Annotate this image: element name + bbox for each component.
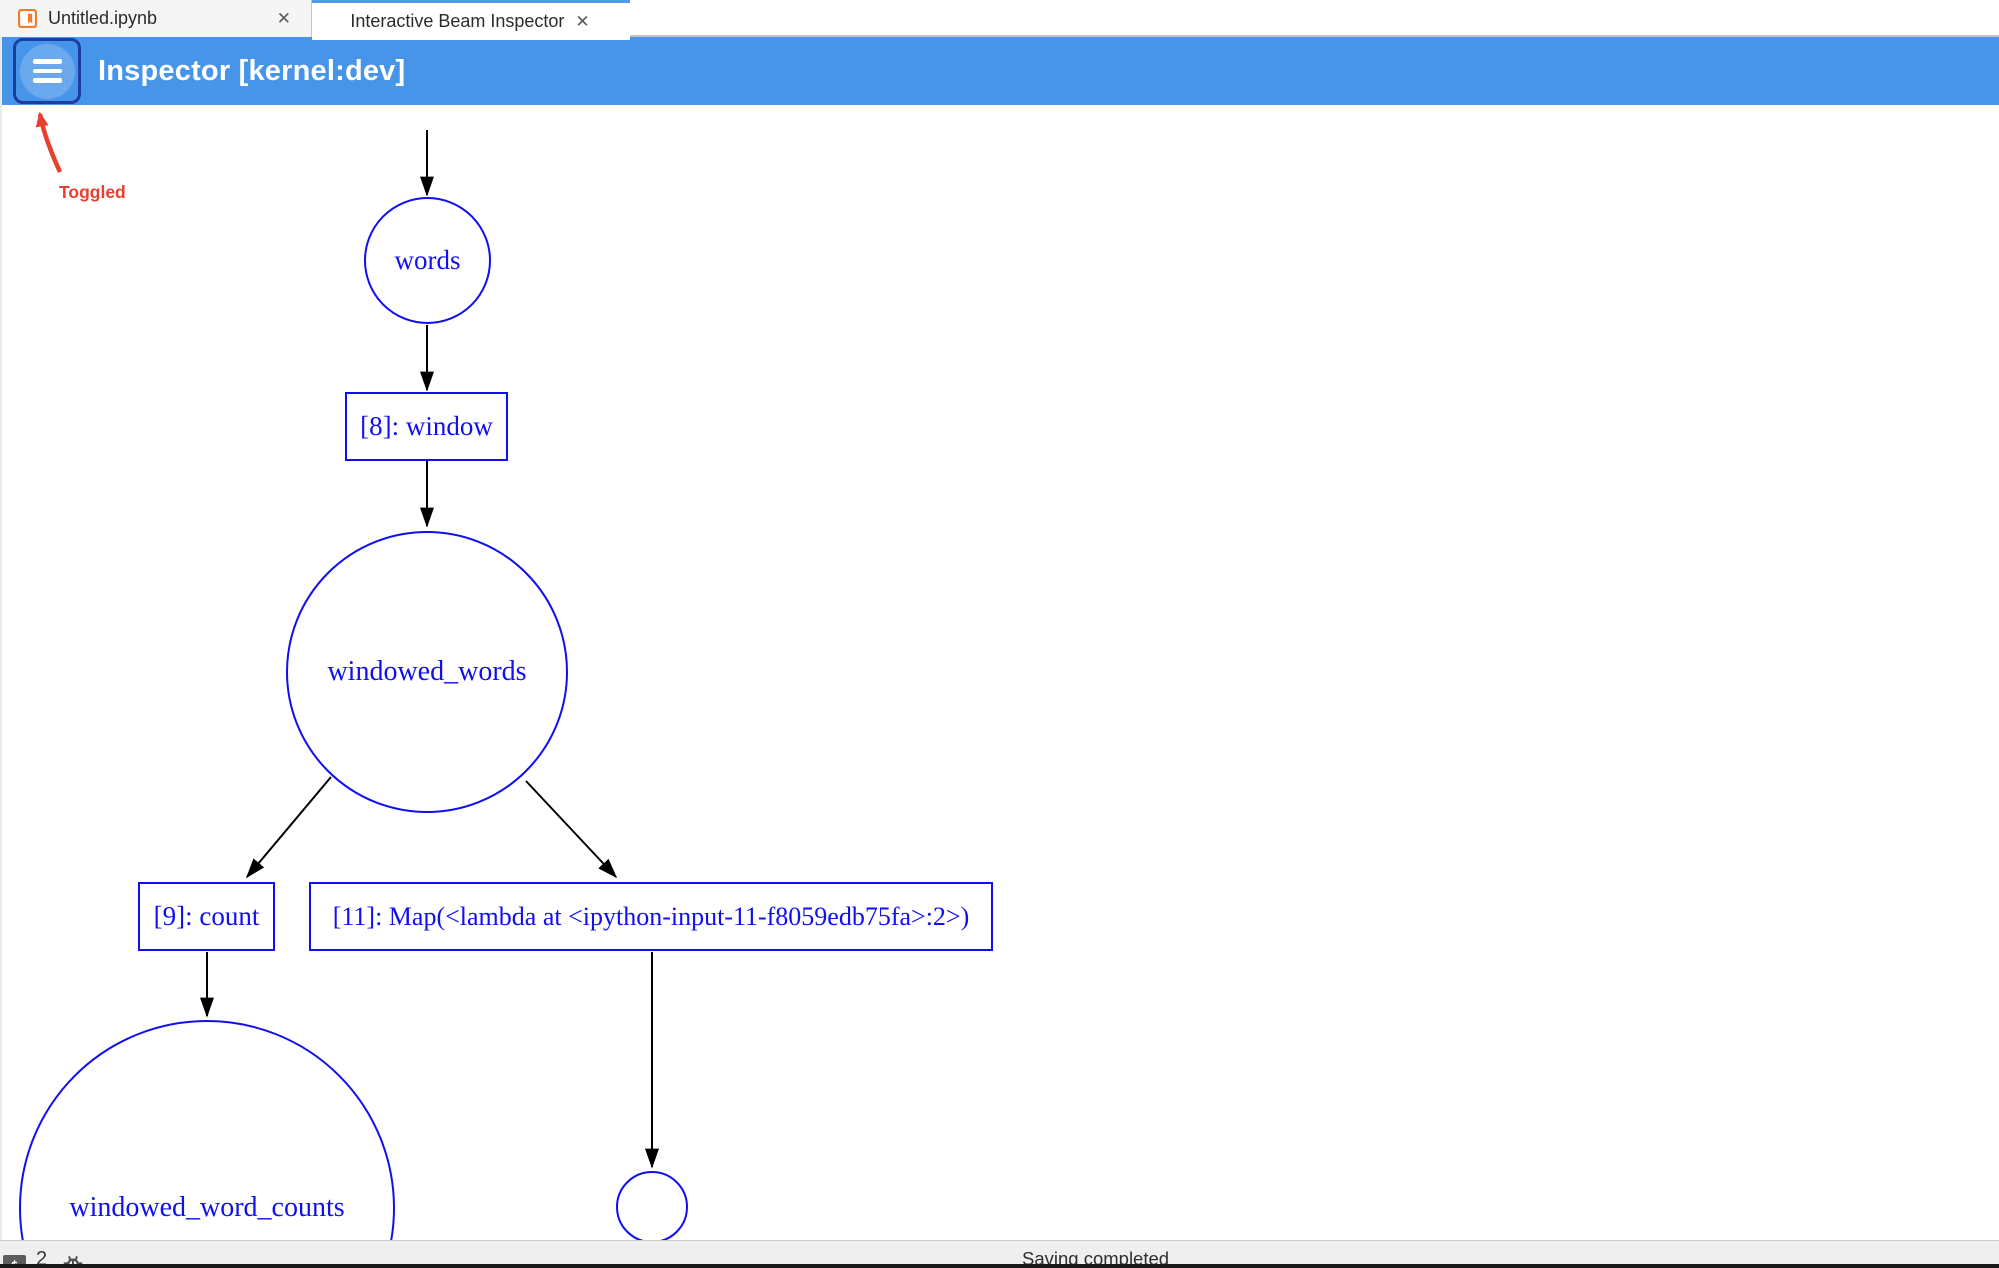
- annotation-label: Toggled: [59, 182, 126, 202]
- status-bar: $ 2 Saving completed: [0, 1240, 1999, 1268]
- tab-bar: Untitled.ipynb ✕ Interactive Beam Inspec…: [0, 0, 1999, 40]
- graph-node-unnamed-pcollection[interactable]: [616, 1171, 688, 1240]
- inspector-toolbar: Inspector [kernel:dev]: [2, 37, 1999, 105]
- edge-windowedwords-count: [245, 776, 332, 879]
- tab-label: Untitled.ipynb: [48, 8, 158, 28]
- graph-node-window[interactable]: [8]: window: [345, 392, 508, 461]
- graph-node-words[interactable]: words: [364, 197, 491, 324]
- menu-toggle-button[interactable]: [13, 38, 81, 104]
- graph-node-count[interactable]: [9]: count: [138, 882, 275, 951]
- close-icon[interactable]: ✕: [276, 9, 291, 28]
- notebook-icon: [18, 9, 37, 28]
- graph-edges: [200, 130, 659, 1169]
- terminal-count[interactable]: 2: [36, 1248, 48, 1268]
- pipeline-graph: words [8]: window windowed_words [9]: co…: [0, 105, 1999, 1240]
- tab-label: Interactive Beam Inspector: [350, 11, 565, 31]
- status-message: Saving completed: [1022, 1248, 1170, 1268]
- panel-left-edge: [0, 37, 2, 1240]
- window-bottom-edge: [0, 1264, 1999, 1268]
- graph-node-map-lambda[interactable]: [11]: Map(<lambda at <ipython-input-11-f…: [309, 882, 993, 951]
- inspector-title: Inspector [kernel:dev]: [98, 55, 406, 87]
- edge-windowedwords-map: [525, 780, 618, 879]
- hamburger-menu-icon: [19, 43, 75, 99]
- tab-untitled-notebook[interactable]: Untitled.ipynb ✕: [0, 0, 312, 37]
- tab-interactive-beam-inspector[interactable]: Interactive Beam Inspector ✕: [312, 0, 630, 40]
- graph-node-windowed-words[interactable]: windowed_words: [286, 531, 568, 813]
- close-icon[interactable]: ✕: [575, 12, 590, 31]
